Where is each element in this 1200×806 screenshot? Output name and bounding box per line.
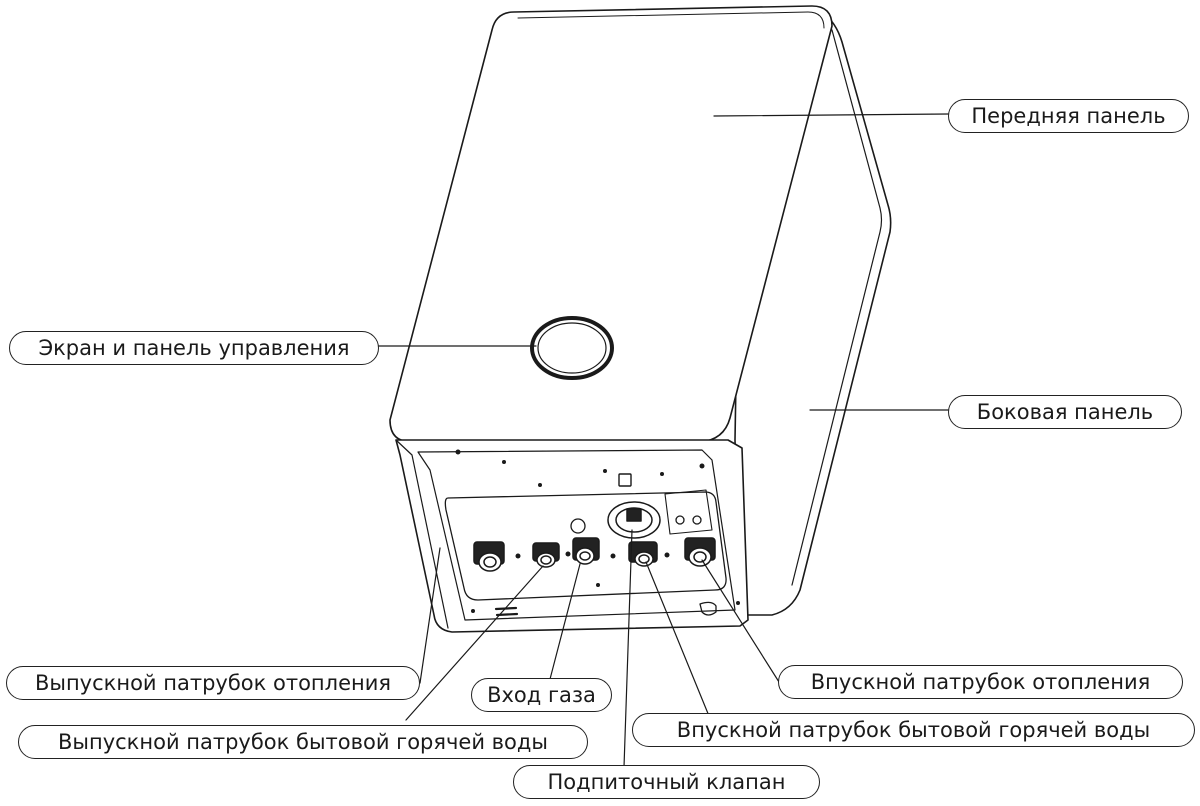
pipe-fittings <box>473 501 716 572</box>
bottom-body-shape <box>395 439 749 633</box>
side-panel-inner-edge <box>791 29 883 586</box>
bottom-panel-inner <box>417 449 736 621</box>
fitting-gas-inlet <box>572 537 600 565</box>
label-side-panel: Боковая панель <box>948 395 1182 429</box>
display-window-graphic <box>530 316 614 380</box>
label-heating-inlet: Впускной патрубок отопления <box>778 665 1183 699</box>
label-gas-inlet: Вход газа <box>471 678 612 712</box>
bottom-body-left-side <box>395 439 449 629</box>
label-dhw-outlet: Выпускной патрубок бытовой горячей воды <box>18 725 588 759</box>
fitting-heating-outlet <box>473 541 505 572</box>
connection-plate <box>444 491 727 601</box>
drain-fitting <box>699 601 717 616</box>
ground-terminal <box>618 473 632 487</box>
fitting-dhw-outlet <box>532 542 560 568</box>
leader-lines <box>377 113 949 768</box>
fitting-makeup-valve <box>607 501 661 539</box>
front-panel-inner-edge <box>517 11 825 29</box>
screw-holes <box>455 449 740 613</box>
label-front-panel: Передняя панель <box>948 99 1189 133</box>
label-makeup-valve: Подпиточный клапан <box>513 765 820 799</box>
label-control-panel: Экран и панель управления <box>9 331 379 365</box>
label-heating-outlet: Выпускной патрубок отопления <box>6 666 420 700</box>
small-knobs <box>570 489 713 535</box>
label-dhw-inlet: Впускной патрубок бытовой горячей воды <box>632 713 1195 747</box>
fitting-heating-inlet <box>684 537 716 567</box>
fitting-dhw-inlet <box>628 541 658 567</box>
